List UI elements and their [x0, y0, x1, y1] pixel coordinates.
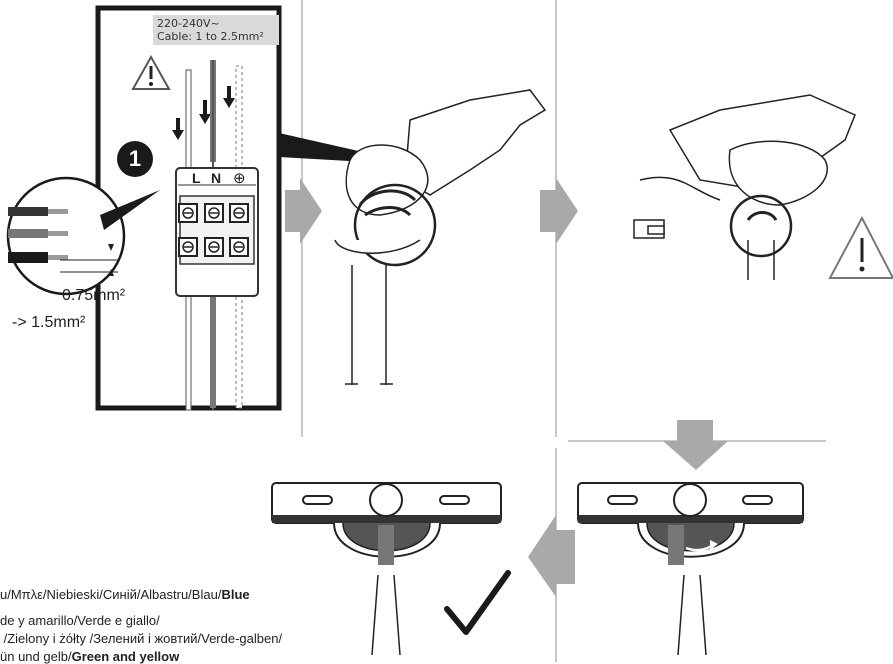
voltage-spec-text: 220-240V~: [157, 17, 220, 30]
terminal-label-neutral: N: [211, 170, 222, 186]
step-number-badge: 1: [117, 141, 153, 177]
terminal-block: [175, 167, 259, 297]
legend-green-yellow-2: /Zielony i żółty /Зелений і жовтий/Verde…: [0, 631, 283, 646]
wire-size-min: 0.75mm²: [62, 287, 126, 304]
fixture-wiring-illustration: [334, 89, 547, 385]
legend-green-yellow-1: de y amarillo/Verde e giallo/: [0, 613, 160, 628]
legend-blue: u/Μπλε/Niebieski/Синій/Albastru/Blau/Blu…: [0, 587, 250, 602]
legend-blue-bold: Blue: [221, 587, 250, 602]
next-step-arrow-right-1: [285, 178, 322, 244]
fixture-assembled-illustration: [633, 94, 856, 280]
legend-gy-bold: Green and yellow: [71, 649, 180, 664]
next-step-arrow-right-2: [540, 178, 578, 244]
legend-blue-text: u/Μπλε/Niebieski/Синій/Albastru/Blau/: [0, 587, 222, 602]
down-arrow-icon: [199, 100, 211, 124]
warning-triangle-icon: [131, 54, 171, 90]
legend-green-yellow-3: ün und gelb/Green and yellow: [0, 649, 179, 664]
down-arrow-icon: [172, 118, 184, 140]
down-arrow-icon: [223, 86, 235, 108]
legend-gy-text: ün und gelb/: [0, 649, 72, 664]
next-step-arrow-down: [663, 420, 728, 470]
checkmark-icon: [444, 570, 511, 635]
canopy-locked-illustration: [271, 482, 502, 656]
voltage-spec-box: 220-240V~ Cable: 1 to 2.5mm²: [153, 15, 279, 45]
wire-size-max: -> 1.5mm²: [12, 314, 86, 331]
wire-strip-magnifier: [6, 176, 160, 296]
terminal-label-live: L: [192, 170, 201, 186]
canopy-rotate-illustration: [577, 482, 804, 656]
earth-symbol-icon: ⊕: [233, 170, 246, 187]
neutral-wire-bottom: [210, 250, 216, 408]
warning-triangle-icon: [828, 215, 893, 279]
next-step-arrow-left: [528, 515, 575, 597]
cable-spec-text: Cable: 1 to 2.5mm²: [157, 30, 264, 43]
